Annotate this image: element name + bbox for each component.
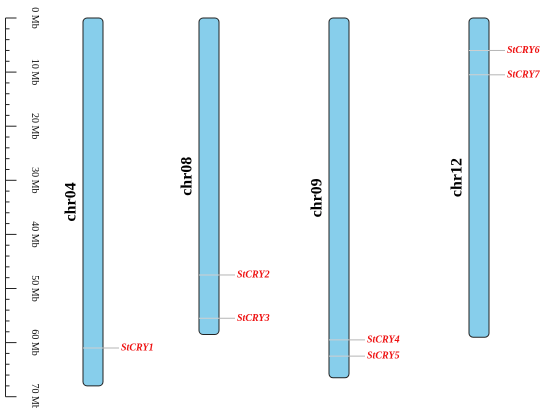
chromosome-bar	[328, 17, 350, 379]
axis-tick-label: 0 Mb	[29, 7, 40, 28]
gene-label: StCRY3	[237, 313, 270, 324]
gene-label: StCRY7	[507, 69, 541, 80]
chromosome-bar	[82, 17, 104, 387]
chromosome-name: chr04	[63, 182, 80, 221]
scale-axis: 0 Mb 10 Mb 20 Mb 30 Mb 40 Mb 50 Mb 60 Mb 70 Mb	[5, 7, 40, 408]
axis-tick-label: 10 Mb	[29, 59, 40, 85]
axis-tick-label: 40 Mb	[29, 221, 40, 247]
axis-tick-label: 60 Mb	[29, 329, 40, 355]
axis-tick-label: 50 Mb	[29, 275, 40, 301]
gene-label: StCRY2	[237, 269, 270, 280]
chromosomes: chr04StCRY1chr08StCRY2StCRY3chr09StCRY4S…	[63, 17, 541, 387]
chromosome-name: chr09	[309, 178, 326, 217]
gene-label: StCRY5	[367, 351, 400, 362]
chromosome-name: chr08	[179, 157, 196, 196]
axis-tick-label: 70 Mb	[29, 383, 40, 408]
gene-label: StCRY1	[121, 343, 154, 354]
gene-label: StCRY6	[507, 45, 540, 56]
gene-label: StCRY4	[367, 334, 400, 345]
chromosome-name: chr12	[449, 158, 466, 197]
chromosome-bar	[468, 17, 490, 338]
axis-tick-label: 20 Mb	[29, 113, 40, 139]
chromosome-bar	[198, 17, 220, 335]
axis-tick-label: 30 Mb	[29, 167, 40, 193]
